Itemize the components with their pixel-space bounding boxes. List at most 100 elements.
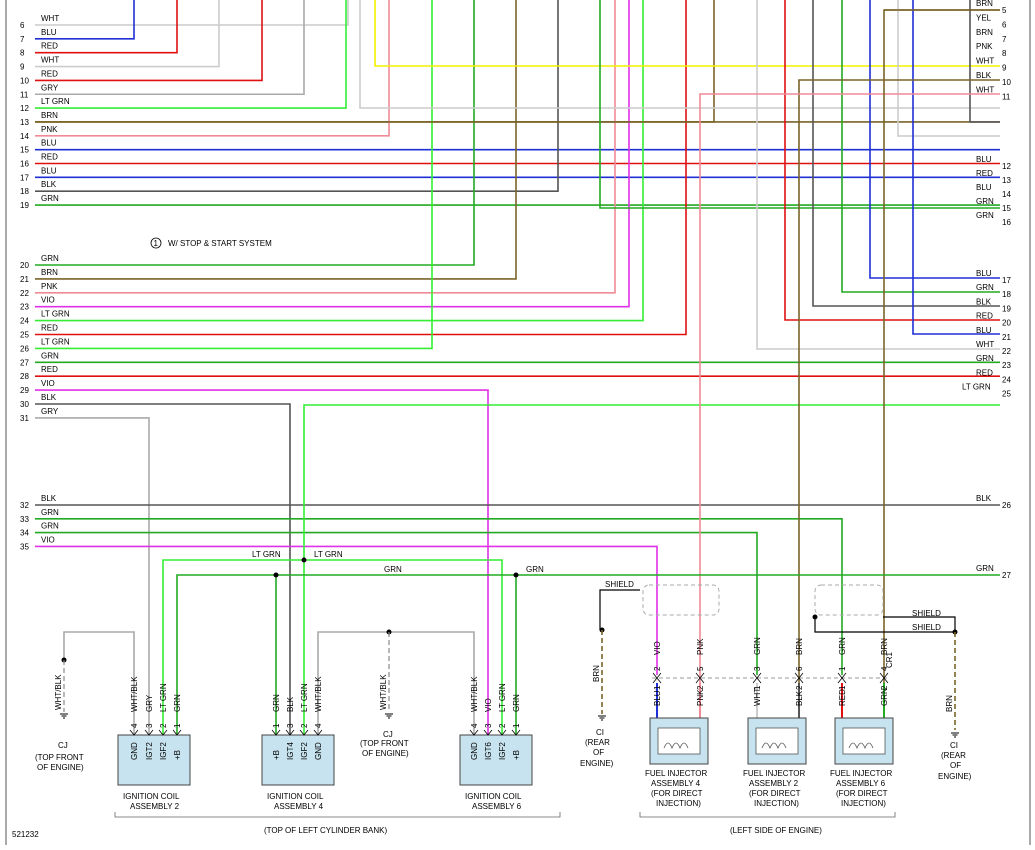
wire-number: 20 bbox=[20, 261, 29, 270]
wire-number: 28 bbox=[20, 372, 29, 381]
wire-number: 30 bbox=[20, 400, 29, 409]
wire-number: 23 bbox=[1002, 361, 1011, 370]
wire-20 bbox=[35, 0, 475, 266]
pin-number: 4 bbox=[314, 723, 323, 728]
note-circle bbox=[150, 237, 162, 249]
right-wire-path-2 bbox=[359, 0, 1000, 109]
wire-number: 13 bbox=[20, 118, 29, 127]
injector-name-line4: INJECTION) bbox=[841, 799, 886, 808]
shield-right-icon bbox=[814, 584, 884, 616]
pin-terminal-bottom bbox=[695, 677, 705, 684]
splice-grn-2 bbox=[513, 572, 519, 578]
wire-color-label: VIO bbox=[41, 379, 55, 388]
wire-color-label: GRN bbox=[976, 197, 994, 206]
wire-22 bbox=[35, 0, 616, 294]
left-wire-row-10: 10 RED bbox=[20, 69, 58, 85]
pin-terminal bbox=[129, 729, 139, 736]
note-text: W/ STOP & START SYSTEM bbox=[168, 239, 272, 248]
wire-number: 9 bbox=[20, 63, 25, 72]
pin-number: 4 bbox=[470, 723, 479, 728]
shield-right1-label: SHIELD bbox=[912, 609, 941, 618]
injector-name-line1: FUEL INJECTOR bbox=[645, 769, 707, 778]
wire-number: 29 bbox=[20, 386, 29, 395]
wire-number: 6 bbox=[20, 21, 25, 30]
cj2-line1: (TOP FRONT bbox=[360, 739, 409, 748]
wire-color-label: GRN bbox=[976, 211, 994, 220]
wire-number: 35 bbox=[20, 542, 29, 551]
top-pin-number: 2 bbox=[653, 666, 662, 671]
wire-color-label: BLU bbox=[976, 269, 992, 278]
ci1-line2: OF bbox=[593, 748, 604, 757]
wire-number: 17 bbox=[20, 173, 29, 182]
pin-number: 1 bbox=[173, 723, 182, 728]
top-pin-color: PNK bbox=[696, 638, 705, 655]
wire-24 bbox=[35, 0, 644, 322]
wire-9 bbox=[35, 0, 220, 68]
coil-name-line1: IGNITION COIL bbox=[267, 792, 324, 801]
pin-terminal-name: IGF2 bbox=[498, 742, 507, 760]
wire-color-label: GRN bbox=[41, 194, 59, 203]
shield-right2-drain bbox=[814, 617, 955, 633]
wire-number: 31 bbox=[20, 414, 29, 423]
wire-number: 18 bbox=[20, 187, 29, 196]
splice-grn-1 bbox=[273, 572, 279, 578]
wire-color-label: GRY bbox=[41, 83, 59, 92]
diagram-id: 521232 bbox=[12, 830, 39, 839]
wire-number: 10 bbox=[20, 76, 29, 85]
pin-color: LT GRN bbox=[498, 683, 507, 712]
coil-name-line2: ASSEMBLY 4 bbox=[274, 802, 324, 811]
wire-color-label: BLK bbox=[976, 71, 992, 80]
wire-number: 27 bbox=[1002, 571, 1011, 580]
pin-number: 1 bbox=[512, 723, 521, 728]
coil-name-line1: IGNITION COIL bbox=[123, 792, 180, 801]
pin-terminal bbox=[511, 729, 521, 736]
wire-number: 7 bbox=[1002, 35, 1007, 44]
wire-8 bbox=[35, 0, 178, 54]
wire-color-label: RED bbox=[41, 69, 58, 78]
wire-color-label: WHT bbox=[976, 340, 994, 349]
shield-left-drain bbox=[599, 589, 640, 630]
injector-group-bracket bbox=[639, 812, 896, 818]
wire-number: 25 bbox=[1002, 390, 1011, 399]
wire-number: 24 bbox=[20, 317, 29, 326]
wire-color-label: RED bbox=[976, 169, 993, 178]
wire-number: 26 bbox=[20, 344, 29, 353]
pin-terminal-bottom bbox=[752, 677, 762, 684]
cj2-name: CJ bbox=[383, 730, 393, 739]
pin-number: 2 bbox=[696, 685, 705, 690]
injector-coil-icon bbox=[842, 727, 886, 755]
top-pin-color: VIO bbox=[653, 641, 662, 655]
pin-color: GRN bbox=[173, 694, 182, 712]
wire-number: 32 bbox=[20, 501, 29, 510]
top-pin-number: 5 bbox=[696, 666, 705, 671]
right-wire-path-5 bbox=[599, 0, 1000, 209]
coil-body bbox=[459, 734, 533, 786]
wire-number: 22 bbox=[1002, 347, 1011, 356]
injector-name-line2: ASSEMBLY 6 bbox=[836, 779, 886, 788]
wire-color-label: WHT bbox=[976, 85, 994, 94]
pin-terminal bbox=[172, 729, 182, 736]
coil2-gnd-wire bbox=[63, 631, 135, 740]
pin-number: 1 bbox=[653, 685, 662, 690]
pin-color: WHT bbox=[753, 688, 762, 706]
pin-color: GRY bbox=[145, 694, 154, 712]
pin-terminal-name: IGT6 bbox=[484, 742, 493, 760]
injector-name-line2: ASSEMBLY 4 bbox=[651, 779, 701, 788]
